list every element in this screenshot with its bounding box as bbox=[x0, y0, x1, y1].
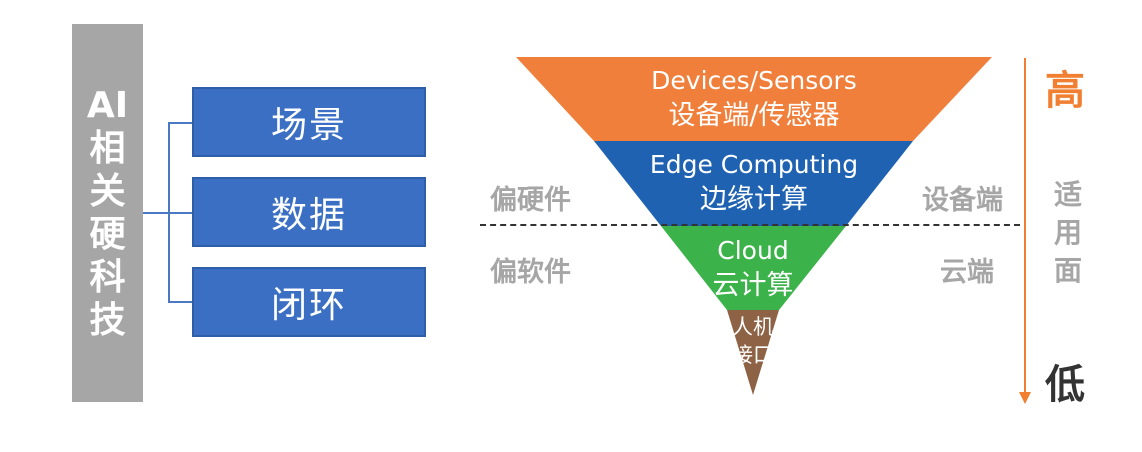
title-char: 科 bbox=[89, 257, 126, 298]
title-char: 关 bbox=[89, 171, 126, 212]
layer-devices-zh: 设备端/传感器 bbox=[668, 100, 839, 131]
title-char: 技 bbox=[89, 300, 126, 341]
box-scene: 场景 bbox=[192, 87, 426, 157]
connector-stem bbox=[143, 212, 169, 214]
layer-cloud bbox=[661, 226, 846, 310]
divider-dashed bbox=[480, 224, 1020, 226]
scope-char: 用 bbox=[1053, 216, 1082, 249]
layer-interface bbox=[727, 310, 779, 395]
box-data: 数据 bbox=[192, 177, 426, 247]
title-char: 硬 bbox=[89, 214, 126, 255]
connector-branch-1 bbox=[168, 122, 192, 124]
title-char: 相 bbox=[89, 128, 126, 169]
scale-arrow-head bbox=[1019, 392, 1031, 404]
layer-devices-en: Devices/Sensors bbox=[651, 66, 857, 95]
connector-branch-3 bbox=[168, 301, 192, 303]
scope-char: 适 bbox=[1053, 178, 1082, 211]
level-high: 高 bbox=[1045, 68, 1085, 114]
box-closed-loop: 闭环 bbox=[192, 267, 426, 337]
title-char: AI bbox=[86, 85, 129, 126]
label-device: 设备端 bbox=[922, 185, 1003, 216]
layer-edge-zh: 边缘计算 bbox=[700, 184, 808, 215]
connector-branch-2 bbox=[168, 212, 192, 214]
title-bar: AI 相 关 硬 科 技 bbox=[72, 24, 143, 402]
scope-label: 适 用 面 bbox=[1048, 176, 1088, 290]
level-low: 低 bbox=[1045, 362, 1085, 408]
label-hardware: 偏硬件 bbox=[490, 185, 571, 216]
layer-cloud-zh: 云计算 bbox=[713, 270, 794, 301]
label-cloud: 云端 bbox=[940, 257, 994, 288]
layer-interface-line2: 接口 bbox=[732, 343, 774, 367]
label-software: 偏软件 bbox=[490, 257, 571, 288]
layer-cloud-en: Cloud bbox=[717, 236, 788, 265]
scope-char: 面 bbox=[1053, 254, 1082, 287]
layer-devices bbox=[516, 57, 992, 141]
layer-edge-en: Edge Computing bbox=[650, 150, 858, 179]
layer-interface-line1: 人机 bbox=[732, 315, 774, 339]
layer-edge bbox=[594, 141, 913, 226]
